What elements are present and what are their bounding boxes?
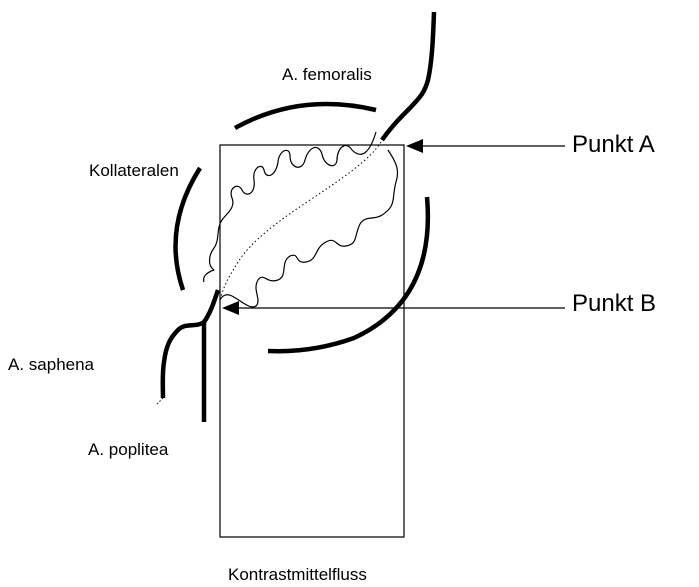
collateral-vessel-upper <box>204 132 376 282</box>
punkt-b-arrowhead <box>222 301 239 315</box>
collateral-arc-left <box>176 168 200 290</box>
collateral-arc-top <box>235 104 376 128</box>
collateral-vessel-lower <box>220 150 398 307</box>
contrast-flow-box <box>220 145 404 537</box>
punkt-a-arrowhead <box>406 139 423 153</box>
femoral-artery <box>382 12 434 140</box>
saphena-artery <box>163 290 218 398</box>
saphena-dotted-end <box>157 398 163 404</box>
occluded-segment-dotted <box>221 142 381 297</box>
label-contrast-flow: Kontrastmittelfluss <box>228 566 367 583</box>
label-saphena-artery: A. saphena <box>8 356 94 373</box>
label-collaterals: Kollateralen <box>89 162 179 179</box>
label-point-a: Punkt A <box>572 133 655 157</box>
label-popliteal-artery: A. poplitea <box>88 441 168 458</box>
label-femoral-artery: A. femoralis <box>282 66 372 83</box>
label-point-b: Punkt B <box>572 292 656 316</box>
